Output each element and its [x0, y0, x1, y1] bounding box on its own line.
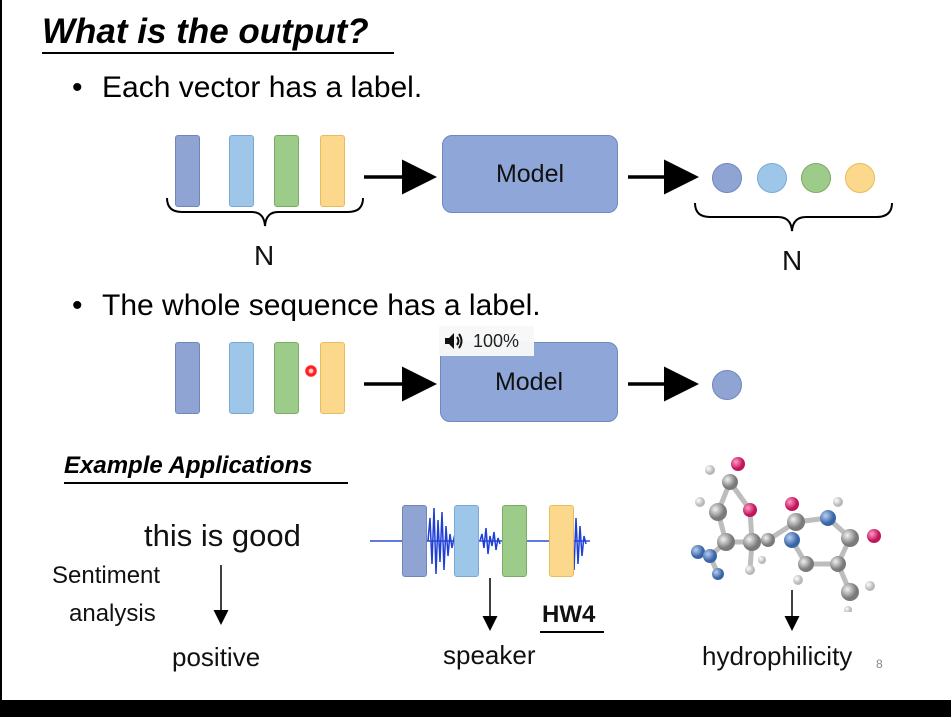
- bullet-dot: •: [72, 71, 83, 104]
- laser-pointer: [305, 365, 317, 377]
- n-label-inputs: N: [254, 240, 275, 271]
- seq-vector-3: [274, 342, 299, 414]
- title-underline: [42, 52, 394, 54]
- sentiment-name-1: Sentiment: [52, 562, 161, 589]
- output-label-4: [845, 163, 875, 193]
- sentiment-output: positive: [172, 642, 261, 672]
- seq-vector-2: [229, 342, 254, 414]
- bullet-dot: •: [72, 289, 83, 322]
- sentiment-name-2: analysis: [69, 600, 156, 627]
- seq-vector-1: [175, 342, 200, 414]
- input-vector-2: [229, 135, 254, 207]
- diagram-lines: [166, 159, 893, 633]
- seq-vector-4: [320, 342, 345, 414]
- speaker-vector-2: [454, 505, 479, 577]
- molecule-image: [691, 457, 881, 612]
- volume-indicator: 100%: [439, 326, 534, 356]
- sequence-label: [712, 370, 742, 400]
- brace-inputs: [166, 197, 364, 227]
- bullet-whole-sequence: The whole sequence has a label.: [102, 289, 541, 322]
- sentiment-input: this is good: [144, 518, 301, 553]
- slide-title: What is the output?: [42, 12, 369, 51]
- volume-level: 100%: [473, 330, 520, 351]
- input-vector-1: [175, 135, 200, 207]
- section-title: Example Applications: [64, 452, 313, 479]
- hw4-label: HW4: [542, 601, 596, 628]
- output-label-1: [712, 163, 742, 193]
- speaker-icon: [445, 333, 463, 349]
- output-label-3: [801, 163, 831, 193]
- bullet-each-vector: Each vector has a label.: [102, 71, 423, 104]
- input-vector-4: [320, 135, 345, 207]
- page-number: 8: [876, 657, 883, 671]
- speaker-vector-3: [502, 505, 527, 577]
- speaker-vector-4: [549, 505, 574, 577]
- speaker-vector-1: [402, 505, 427, 577]
- molecule-output: hydrophilicity: [702, 641, 853, 671]
- speaker-output: speaker: [443, 640, 536, 670]
- output-label-2: [757, 163, 787, 193]
- bottom-bar: [0, 700, 951, 717]
- input-vector-3: [274, 135, 299, 207]
- slide: What is the output? • Each vector has a …: [2, 0, 951, 700]
- brace-outputs: [694, 202, 893, 232]
- n-label-outputs: N: [782, 245, 803, 276]
- model-box: Model: [442, 135, 618, 213]
- section-underline: [64, 482, 348, 484]
- model-box-2: Model: [440, 342, 618, 422]
